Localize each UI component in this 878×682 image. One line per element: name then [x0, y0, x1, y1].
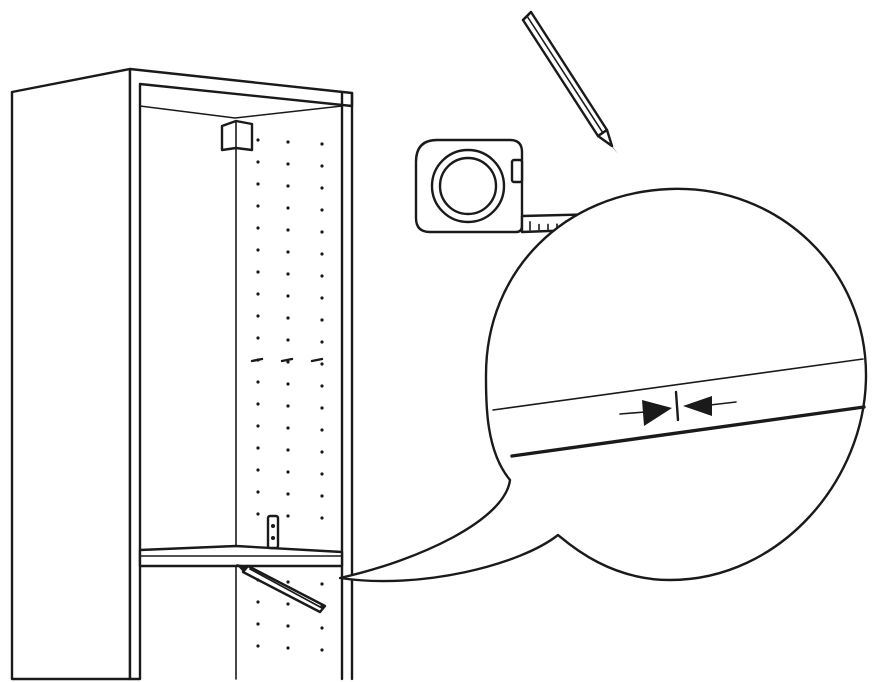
shelf-hole [320, 494, 324, 498]
shelf-hole [256, 204, 260, 208]
shelf-hole [286, 646, 290, 650]
shelf-hole [256, 138, 260, 142]
shelf-hole [320, 208, 324, 212]
shelf-hole [286, 294, 290, 298]
shelf-hole [256, 226, 260, 230]
shelf-hole [320, 164, 324, 168]
shelf-hole [320, 362, 324, 366]
shelf-hole [320, 582, 324, 586]
shelf-hole [286, 470, 290, 474]
zoom-callout [338, 187, 868, 583]
shelf-hole [286, 316, 290, 320]
shelf-hole [256, 358, 260, 362]
shelf-hole [256, 600, 260, 604]
shelf-hole [286, 426, 290, 430]
shelf-hole [256, 490, 260, 494]
shelf-hole [256, 292, 260, 296]
shelf-hole [286, 184, 290, 188]
cabinet-right-edge [340, 91, 354, 681]
shelf-hole [286, 382, 290, 386]
shelf-hole [256, 424, 260, 428]
shelf-hole [320, 142, 324, 146]
shelf-hole [286, 492, 290, 496]
cabinet-top-panel [128, 67, 354, 681]
shelf-bracket [266, 514, 280, 550]
shelf-hole [256, 402, 260, 406]
shelf-hole [286, 602, 290, 606]
align-arrows-icon [619, 390, 737, 426]
cabinet-inner-top [139, 105, 343, 119]
shelf-hole [256, 314, 260, 318]
shelf-hole [256, 622, 260, 626]
shelf-hole [256, 446, 260, 450]
shelf-hole [286, 272, 290, 276]
shelf-hole [286, 580, 290, 584]
shelf-pins [250, 357, 324, 363]
shelf-hole [320, 252, 324, 256]
shelf-hole [286, 514, 290, 518]
shelf-hole [320, 472, 324, 476]
shelf-hole [256, 380, 260, 384]
shelf-hole [256, 336, 260, 340]
cabinet-side-panel [10, 67, 132, 681]
shelf-hole [286, 624, 290, 628]
shelf-hole [320, 428, 324, 432]
shelf-hole [286, 228, 290, 232]
shelf-hole [256, 160, 260, 164]
shelf-hole [320, 384, 324, 388]
reference-line [492, 358, 864, 411]
shelf-hole [320, 318, 324, 322]
shelf-hole [320, 648, 324, 652]
shelf-hole [320, 340, 324, 344]
shelf-hole [286, 338, 290, 342]
shelf-hole-pattern [256, 138, 324, 652]
shelf-hole [286, 448, 290, 452]
shelf-hole [320, 604, 324, 608]
cabinet [10, 67, 354, 681]
shelf-hole [286, 140, 290, 144]
shelf-hole [320, 626, 324, 630]
shelf-hole [256, 270, 260, 274]
shelf-hole [320, 230, 324, 234]
shelf-hole [256, 512, 260, 516]
shelf-hole [256, 644, 260, 648]
zoom-bubble [338, 187, 868, 583]
shelf-hole [286, 250, 290, 254]
shelf-hole [286, 360, 290, 364]
shelf-hole [286, 162, 290, 166]
pencil-marking-icon [236, 564, 327, 614]
pencil-mark-line [510, 405, 866, 458]
shelf-hole [286, 404, 290, 408]
shelf-hole [320, 516, 324, 520]
corner-bracket [220, 119, 254, 152]
shelf-hole [286, 206, 290, 210]
shelf-hole [256, 182, 260, 186]
shelf-hole [256, 248, 260, 252]
shelf-hole [320, 186, 324, 190]
shelf-hole [256, 468, 260, 472]
shelf-hole [320, 450, 324, 454]
shelf-hole [320, 274, 324, 278]
shelf-hole [256, 578, 260, 582]
pencil-icon [521, 10, 618, 154]
shelf-hole [320, 406, 324, 410]
shelf-hole [320, 296, 324, 300]
